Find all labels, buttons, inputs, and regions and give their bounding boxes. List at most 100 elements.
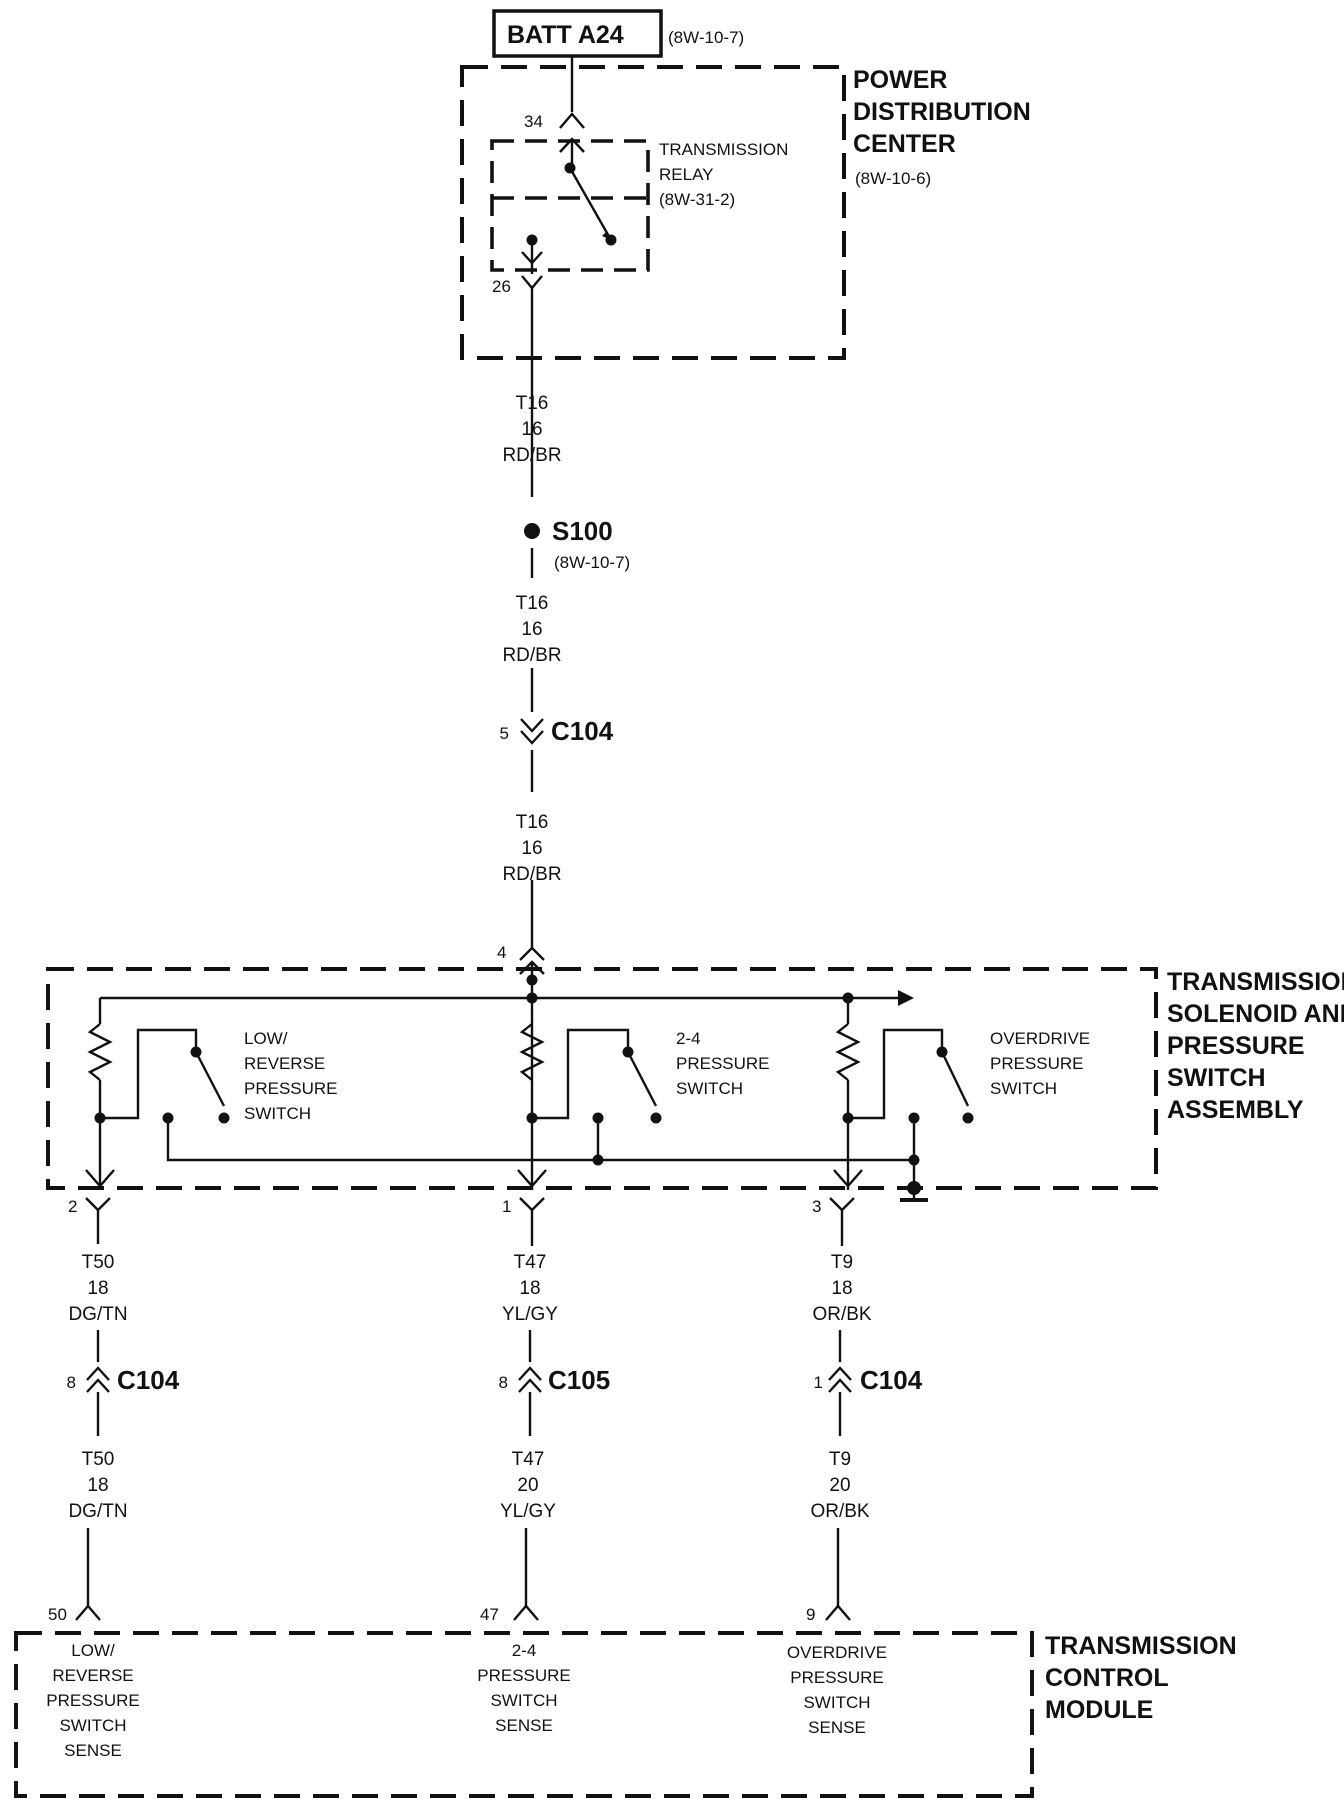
low-reverse-switch-circuit [85, 998, 914, 1190]
resistor-icon [835, 1023, 861, 1081]
connector-chevron-icon [520, 718, 544, 733]
wire-circuit: T16 [516, 593, 549, 614]
wire-gauge: 18 [831, 1278, 852, 1299]
pdc-ref: (8W-10-6) [855, 169, 931, 188]
assembly-title-line-5: ASSEMBLY [1167, 1096, 1304, 1124]
relay-output-arrow-icon [521, 251, 543, 265]
wire-circuit: T9 [829, 1449, 851, 1470]
assembly-title-line-1: TRANSMISSION [1167, 968, 1344, 996]
splice-ref: (8W-10-7) [554, 553, 630, 572]
wire-label-t16-b: T16 16 RD/BR [502, 593, 561, 666]
switch-1-label-line-3: PRESSURE [244, 1079, 338, 1098]
wire-circuit: T50 [82, 1449, 115, 1470]
relay-switch-arm [568, 167, 613, 241]
battery-ref: (8W-10-7) [668, 28, 744, 47]
bus-arrow-icon [898, 990, 914, 1006]
pin-34-female-icon [559, 112, 585, 129]
pdc-title-line-3: CENTER [853, 130, 956, 158]
module-pin: 50 [48, 1605, 67, 1624]
module-title-line-1: TRANSMISSION [1045, 1632, 1237, 1660]
wire-color: DG/TN [68, 1304, 127, 1325]
switch-3-label-line-1: OVERDRIVE [990, 1029, 1090, 1048]
module-title-line-3: MODULE [1045, 1696, 1153, 1724]
splice-dot [524, 523, 540, 539]
wire-gauge: 16 [521, 838, 542, 859]
splice-name: S100 [552, 516, 613, 546]
sense-line: SENSE [808, 1718, 866, 1737]
wire-color: DG/TN [68, 1501, 127, 1522]
relay-label-line-3: (8W-31-2) [659, 190, 735, 209]
pdc-pin-out: 26 [492, 277, 511, 296]
switch-1-label-line-4: SWITCH [244, 1104, 311, 1123]
wire-circuit: T16 [516, 393, 549, 414]
switch-2-label-line-3: SWITCH [676, 1079, 743, 1098]
switch-3-label-line-3: SWITCH [990, 1079, 1057, 1098]
switch-3-label-line-2: PRESSURE [990, 1054, 1084, 1073]
pin-26-connector-icon [521, 275, 543, 290]
wire-color: YL/GY [502, 1304, 558, 1325]
connector-chevron-icon [86, 1378, 110, 1393]
sense-line: SENSE [495, 1716, 553, 1735]
connector-name: C104 [860, 1365, 923, 1395]
sense-line: PRESSURE [477, 1666, 571, 1685]
battery-source: BATT A24 (8W-10-7) [492, 9, 744, 58]
module-pin-icon [75, 1604, 101, 1621]
connector-chevron-icon [518, 1378, 542, 1393]
connector-pin: 5 [500, 724, 509, 743]
connector-name: C104 [551, 716, 614, 746]
switch-1-label-line-1: LOW/ [244, 1029, 288, 1048]
relay-arm-arrow-icon [602, 232, 611, 240]
pdc-title-line-2: DISTRIBUTION [853, 98, 1031, 126]
sense-line: SENSE [64, 1741, 122, 1760]
relay-label-line-2: RELAY [659, 165, 714, 184]
wire-color: OR/BK [810, 1501, 869, 1522]
assembly-title-line-4: SWITCH [1167, 1064, 1266, 1092]
module-pin-icon [513, 1604, 539, 1621]
sense-label-2-4: 2-4 PRESSURE SWITCH SENSE [477, 1641, 571, 1735]
pin-connector-icon [519, 1197, 545, 1212]
branch-low-reverse: 2 T50 18 DG/TN 8 C104 T50 18 DG/TN 50 [48, 1197, 180, 1624]
assembly-pin-in: 4 [497, 943, 506, 962]
down-arrow-icon [85, 1169, 115, 1188]
pin-connector-icon [85, 1197, 111, 1212]
battery-box [492, 9, 663, 58]
wire-circuit: T16 [516, 812, 549, 833]
wire-gauge: 20 [517, 1475, 538, 1496]
connector-pin: 8 [499, 1373, 508, 1392]
wire-circuit: T47 [512, 1449, 545, 1470]
switch-2-label-line-1: 2-4 [676, 1029, 701, 1048]
power-distribution-center: POWER DISTRIBUTION CENTER (8W-10-6) TRAN… [460, 65, 1031, 360]
switch-arm [194, 1051, 226, 1107]
resistor-icon [87, 1023, 113, 1081]
wire-label-t16-c: T16 16 RD/BR [502, 812, 561, 885]
switch-1-label-line-2: REVERSE [244, 1054, 325, 1073]
wire-circuit: T9 [831, 1252, 853, 1273]
sense-label-low-reverse: LOW/ REVERSE PRESSURE SWITCH SENSE [46, 1641, 140, 1760]
battery-label: BATT A24 [507, 21, 624, 49]
branch-overdrive: 3 T9 18 OR/BK 1 C104 T9 20 OR/BK 9 [806, 1197, 923, 1624]
transmission-control-module: TRANSMISSION CONTROL MODULE LOW/ REVERSE… [14, 1631, 1237, 1798]
connector-chevron-icon [86, 1366, 110, 1381]
wire-gauge: 16 [521, 619, 542, 640]
module-pin-icon [825, 1604, 851, 1621]
down-arrow-icon [517, 1169, 547, 1188]
wire-label-t16-a: T16 16 RD/BR [502, 393, 561, 466]
pin-4-female-icon [519, 946, 545, 961]
wire-circuit: T47 [514, 1252, 547, 1273]
connector-pin: 1 [814, 1373, 823, 1392]
wire-circuit: T50 [82, 1252, 115, 1273]
assembly-title-line-2: SOLENOID AND [1167, 1000, 1344, 1028]
assembly-border [46, 967, 1158, 1190]
branch-pin-out: 2 [68, 1197, 77, 1216]
sense-line: OVERDRIVE [787, 1643, 887, 1662]
connector-name: C105 [548, 1365, 610, 1395]
sense-line: LOW/ [71, 1641, 115, 1660]
sense-line: PRESSURE [46, 1691, 140, 1710]
sense-line: REVERSE [52, 1666, 133, 1685]
connector-chevron-icon [520, 730, 544, 745]
pin-connector-icon [829, 1197, 855, 1212]
wire-gauge: 18 [87, 1278, 108, 1299]
connector-c104-main: 5 C104 [500, 716, 614, 746]
module-pin: 9 [806, 1605, 815, 1624]
